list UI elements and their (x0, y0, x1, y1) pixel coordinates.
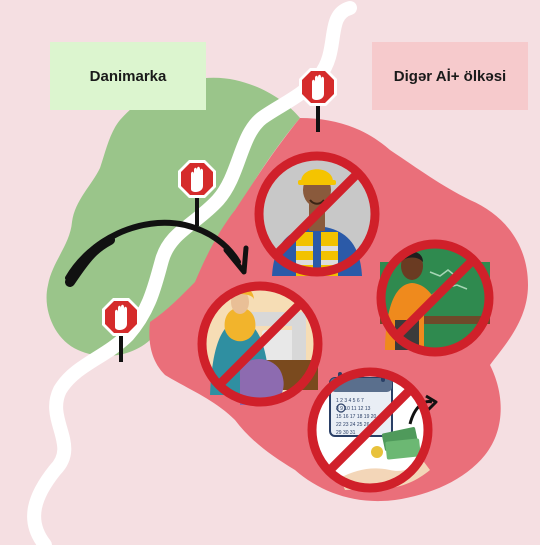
stop-sign-icon (102, 298, 140, 362)
svg-text:8 9 10 11 12 13: 8 9 10 11 12 13 (336, 406, 371, 412)
prohibited-construction-worker (254, 151, 380, 277)
stop-sign-icon (299, 68, 337, 132)
country-label-left: Danimarka (50, 42, 206, 110)
curved-arrow-icon (65, 219, 249, 287)
prohibited-teacher (376, 239, 494, 357)
country-label-right-text: Digər Aİ+ ölkəsi (393, 67, 507, 85)
country-label-right: Digər Aİ+ ölkəsi (372, 42, 528, 110)
svg-text:22 23 24 25 26 27: 22 23 24 25 26 27 (336, 422, 377, 428)
prohibited-seamstress (197, 281, 323, 407)
svg-text:29 30 31: 29 30 31 (336, 430, 356, 436)
stop-sign-icon (178, 160, 216, 226)
svg-text:1 2 3 4 5 6 7: 1 2 3 4 5 6 7 (336, 398, 364, 404)
svg-text:15 16 17 18 19 20: 15 16 17 18 19 20 (336, 414, 377, 420)
prohibited-calendar-money: 1 2 3 4 5 6 7 8 9 10 11 12 13 15 16 17 1… (307, 367, 438, 493)
country-label-left-text: Danimarka (89, 67, 167, 85)
